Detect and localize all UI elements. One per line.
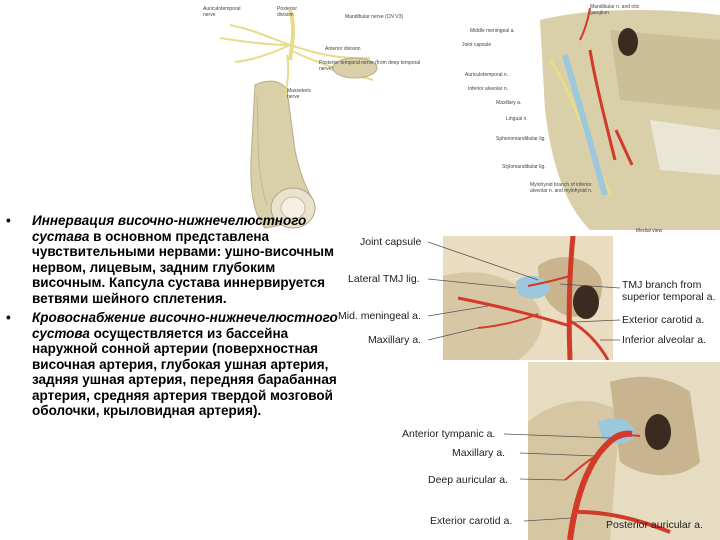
label-tmj-branch: TMJ branch from superior temporal a. — [622, 279, 716, 303]
bullet-innervation: • Иннервация височно-нижнечелюстного сус… — [6, 213, 342, 306]
label-exterior-carotid-mid: Exterior carotid a. — [622, 314, 705, 326]
label-maxillary-mid: Maxillary a. — [368, 334, 422, 346]
label-posterior-auricular: Posterior auricular a. — [606, 519, 703, 531]
label-exterior-carotid-bottom: Exterior carotid a. — [430, 515, 513, 527]
tmj-arteries-illustration — [427, 236, 621, 360]
label-joint-capsule-mid: Joint capsule — [360, 236, 422, 248]
label-lateral-tmj: Lateral TMJ lig. — [348, 273, 420, 285]
label-inferior-alveolar-n: Inferior alveolar n. — [468, 86, 509, 92]
blood-supply-heading: Кровоснабжение височно-нижнечелюстного с… — [32, 310, 338, 341]
label-auriculotemporal: Auriculotemporal nerve — [203, 6, 241, 18]
label-medial-view: Medial view — [636, 228, 663, 234]
label-auriculotemporal-top: Auriculotemporal n. — [465, 72, 509, 78]
label-joint-capsule-top: Joint capsule — [462, 42, 492, 48]
label-mandibular-otic: Mandibular n. and otic ganglion — [590, 4, 640, 16]
label-masseteric: Masseteric nerve — [287, 88, 312, 100]
label-mylohyoid: Mylohyoid branch of inferior alveolar n.… — [530, 182, 593, 194]
label-anterior-division: Anterior division — [325, 46, 361, 52]
label-mid-meningeal: Mid. meningeal a. — [338, 310, 421, 322]
label-mandibular-nerve: Mandibular nerve (CN V3) — [345, 14, 404, 20]
label-lingual: Lingual n. — [506, 116, 528, 122]
figure-tmj-arteries: Joint capsule Lateral TMJ lig. Mid. meni… — [338, 236, 720, 360]
label-maxillary-top: Maxillary a. — [496, 100, 522, 106]
figure-mandible-nerves: Auriculotemporal nerve Posterior divisio… — [195, 0, 430, 236]
label-posterior-temporal: Posterior temporal nerve (from deep temp… — [319, 60, 421, 72]
bullet-mark: • — [6, 213, 11, 228]
label-anterior-tympanic: Anterior tympanic a. — [402, 428, 496, 440]
body-text: • Иннервация височно-нижнечелюстного сус… — [6, 213, 342, 423]
figure-medial-view: Mandibular n. and otic ganglion Middle m… — [440, 0, 720, 238]
mandible-nerves-illustration — [219, 9, 378, 229]
blood-supply-text: осуществляется из бассейна наружной сонн… — [32, 325, 337, 419]
bullet-blood-supply: • Кровоснабжение височно-нижнечелюстного… — [6, 310, 342, 419]
label-middle-meningeal: Middle meningeal a. — [470, 28, 515, 34]
innervation-heading: Иннервация височно-нижнечелюстного суста… — [32, 213, 307, 244]
label-posterior-division: Posterior division — [277, 6, 298, 18]
medial-view-illustration — [440, 0, 720, 238]
label-deep-auricular: Deep auricular a. — [428, 474, 508, 486]
label-maxillary-bottom: Maxillary a. — [452, 447, 506, 459]
figure-auricular-arteries: Anterior tympanic a. Maxillary a. Deep a… — [400, 362, 720, 540]
label-stylomandibular: Stylomandibular lig. — [502, 164, 546, 170]
innervation-text: в основном представлена чувствительными … — [32, 228, 334, 306]
label-sphenomandibular: Sphenomandibular lig. — [496, 136, 546, 142]
auricular-arteries-illustration — [503, 362, 720, 540]
bullet-mark: • — [6, 310, 11, 325]
label-inferior-alveolar-a: Inferior alveolar a. — [622, 334, 707, 346]
